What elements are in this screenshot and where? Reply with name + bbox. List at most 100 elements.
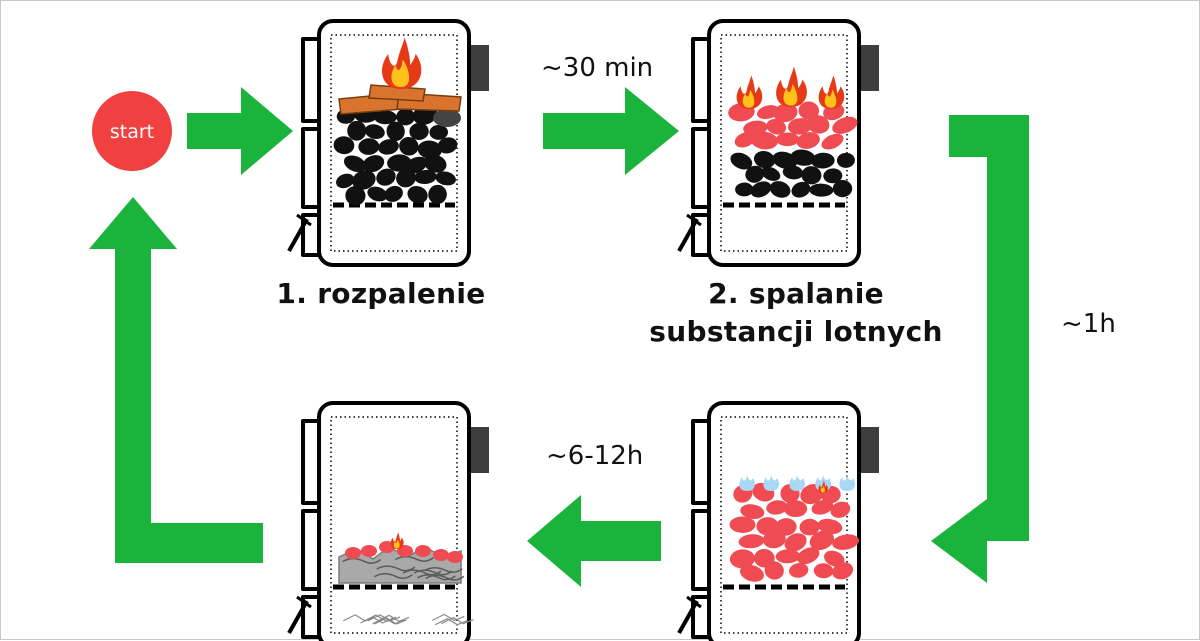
boiler-stage-3 (677, 401, 879, 641)
stage-1-label: 1. rozpalenie (276, 277, 486, 310)
ash-lever-handle (686, 595, 702, 609)
ash-flake (342, 557, 382, 564)
glowing-ember (817, 518, 843, 535)
coal-lump (367, 186, 388, 202)
coal-lump-grey (433, 109, 461, 127)
arrow-stage-4-to-start (89, 197, 263, 563)
blue-flame-icon (839, 475, 855, 491)
glowing-ember (766, 500, 788, 515)
glowing-ember (740, 504, 765, 519)
coal-lump (790, 149, 816, 166)
ash-lever-handle (296, 213, 312, 227)
coal-lump (753, 150, 776, 169)
boiler-door-2 (301, 127, 319, 209)
glowing-ember (784, 533, 807, 552)
ash-flake (413, 569, 453, 576)
coal-lump (352, 170, 376, 190)
coal-lump (396, 168, 416, 188)
coal-lump (399, 137, 419, 156)
combustion-chamber (720, 34, 848, 252)
boiler-door-3 (691, 595, 709, 639)
glowing-ember (762, 530, 786, 549)
coal-lump (435, 171, 456, 186)
ash-lever (677, 218, 699, 252)
coal-lump (769, 181, 791, 198)
glowing-ember (397, 545, 413, 557)
glowing-ember (773, 103, 798, 123)
boiler-door-1 (301, 37, 319, 123)
kindling-wood (338, 84, 462, 115)
coal-lump (378, 139, 399, 155)
coal-lump (735, 182, 754, 197)
boiler-stage-2 (677, 19, 879, 267)
coal-lump (374, 110, 397, 125)
coal-lump (364, 124, 385, 140)
glowing-ember (832, 562, 854, 580)
coal-lump (386, 121, 405, 141)
duration-1h: ~1h (1061, 309, 1116, 339)
coal-lump (343, 155, 367, 173)
stage-2-label-line2: substancji lotnych (649, 315, 943, 348)
glowing-ember (361, 545, 377, 557)
ash-lever-handle (296, 595, 312, 609)
glowing-ember (734, 132, 756, 148)
coal-lump (333, 136, 355, 155)
combustion-chamber (330, 416, 458, 634)
glowing-ember (738, 534, 765, 549)
boiler-door-1 (691, 419, 709, 505)
coal-lump (429, 124, 449, 140)
coal-lump (396, 108, 416, 126)
coal-lump (832, 180, 853, 198)
start-node (92, 91, 172, 171)
ash-flake (432, 613, 465, 622)
glowing-ember (783, 500, 808, 518)
ash-flake (374, 572, 413, 580)
combustion-chamber (720, 416, 848, 634)
glowing-ember (799, 518, 820, 536)
coal-lump (428, 184, 447, 205)
ash-flake (441, 616, 474, 625)
coal-lump (782, 165, 804, 180)
coal-lump (437, 137, 458, 154)
glowing-ember (807, 115, 830, 134)
coal-lump (836, 152, 855, 168)
coal-lump (761, 166, 781, 181)
coal-lump (347, 120, 367, 141)
glowing-ember (821, 133, 844, 150)
glowing-ember (798, 101, 820, 120)
coal-lump (791, 181, 811, 198)
glowing-ember (813, 563, 834, 579)
boiler-door-3 (301, 595, 319, 639)
arrow-stage-2-to-stage-3 (931, 115, 1029, 583)
ash-flake (374, 617, 407, 625)
blue-flame-icon (789, 475, 805, 491)
coal-lump (823, 168, 843, 184)
glowing-ember (797, 547, 820, 565)
glowing-ember (824, 550, 845, 567)
boiler-door-1 (691, 37, 709, 123)
ash-flake (376, 565, 416, 572)
ash-flake (416, 574, 456, 581)
glowing-ember (433, 549, 449, 561)
ash-lever (677, 600, 699, 634)
glowing-ember (789, 562, 809, 578)
ash-lever (287, 218, 309, 252)
stage-2-label: 2. spalanie (708, 277, 884, 310)
duration-30min: ~30 min (541, 53, 654, 83)
glowing-ember (415, 545, 431, 557)
glowing-ember (739, 564, 764, 582)
ash-flake (424, 566, 463, 574)
coal-lump (384, 185, 403, 202)
boiler-door-2 (691, 509, 709, 591)
glowing-ember (830, 501, 851, 518)
boiler-door-1 (301, 419, 319, 505)
glowing-ember (832, 116, 858, 134)
arrow-stage-3-to-stage-4 (527, 495, 661, 587)
coal-lump (358, 138, 380, 155)
flame-icon (818, 480, 828, 493)
boiler-door-3 (691, 213, 709, 257)
coal-lump (376, 168, 396, 186)
glowing-ember (764, 561, 784, 580)
